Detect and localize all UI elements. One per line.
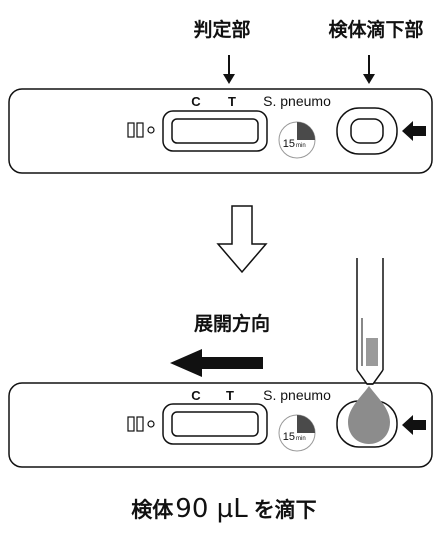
pipette-icon [356,258,384,385]
timer-unit: min [296,143,306,149]
test-name: S. pneumo [263,93,331,109]
test-name: S. pneumo [263,387,331,403]
timer-number: 15 [283,138,295,150]
grip-marks-icon [127,122,155,138]
caption-volume: 90 µL [175,494,248,524]
grip-marks-icon [127,416,155,432]
sample-drop-icon [348,386,390,444]
control-line-label: C [191,388,201,403]
timer-icon: 15 min [278,414,316,452]
caption-prefix: 検体 [131,498,174,522]
sample-area-label: 検体滴下部 [328,18,423,41]
result-area-arrow [223,55,235,84]
test-line-label: T [226,388,234,403]
sample-well [336,107,398,155]
flow-direction-label: 展開方向 [194,312,270,335]
test-cassette-top: C T S. pneumo 15 min [8,88,433,174]
control-line-label: C [191,94,201,109]
result-window [162,110,268,152]
result-area-label: 判定部 [193,18,250,41]
flow-direction-arrow-icon [170,349,263,377]
next-step-arrow-icon [216,205,268,274]
result-window [162,403,268,445]
test-line-label: T [228,94,236,109]
sample-area-arrow [363,55,375,84]
insertion-arrow-icon [402,121,426,141]
insertion-arrow-icon [402,415,426,435]
timer-icon: 15 min [278,121,316,159]
caption-suffix: を滴下 [254,498,317,522]
timer-number: 15 [283,431,295,443]
timer-unit: min [296,436,306,442]
